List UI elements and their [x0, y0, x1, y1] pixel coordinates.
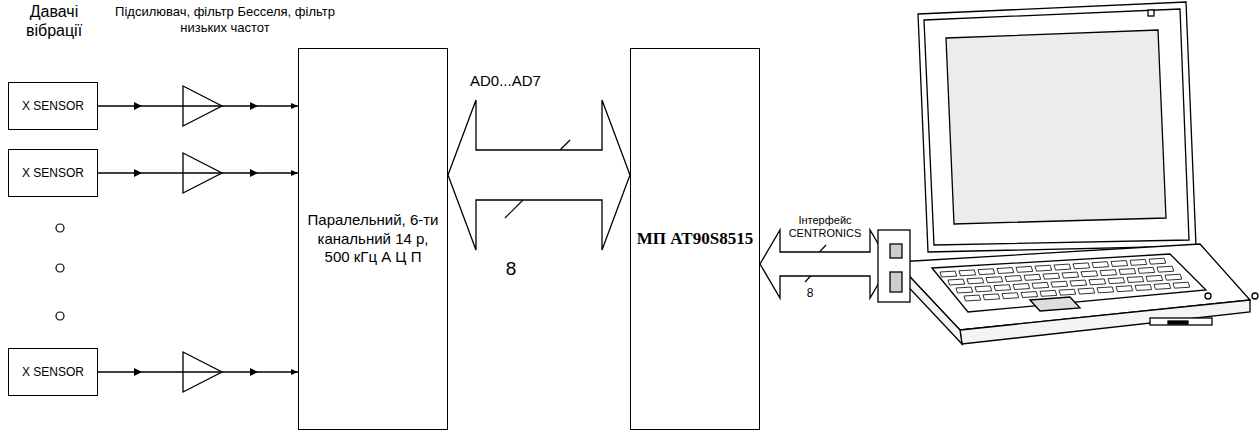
bus-label: AD0...AD7: [468, 72, 543, 90]
text-group: Паралельний, 6-ти канальний 14 р, 500 кГ…: [303, 211, 443, 267]
amplifier-symbol: [183, 86, 222, 392]
key: [948, 279, 965, 285]
interface-label: Інтерфейс CENTRONICS: [782, 214, 868, 240]
key: [983, 294, 1000, 300]
key: [1108, 278, 1125, 284]
node-text: МП AT90S8515: [637, 228, 753, 249]
key: [1138, 267, 1155, 273]
sensor-box: X SENSOR: [8, 149, 98, 197]
node-text: Паралельний, 6-ти канальний 14 р, 500 кГ…: [303, 211, 443, 267]
signal-line: [98, 172, 298, 173]
key: [975, 286, 992, 292]
key: [967, 278, 984, 284]
ellipsis-dots: [56, 224, 64, 320]
key: [1157, 266, 1174, 272]
key: [994, 285, 1011, 291]
key: [1054, 264, 1071, 270]
key: [1013, 284, 1030, 290]
key: [1040, 290, 1057, 296]
signal-arrow: [134, 102, 258, 376]
key: [997, 268, 1014, 274]
key: [1032, 282, 1049, 288]
key: [1111, 261, 1128, 267]
text-group: МП AT90S8515: [637, 228, 753, 249]
centronics-bus: [760, 230, 890, 298]
key: [1035, 265, 1052, 271]
signal-line: [98, 371, 298, 372]
key: [1043, 273, 1060, 279]
signal-line: [98, 105, 298, 106]
text-group: X SENSOR: [22, 166, 84, 181]
key: [1116, 286, 1133, 292]
key: [1146, 275, 1163, 281]
key: [964, 295, 981, 301]
key: [1081, 271, 1098, 277]
key: [1002, 293, 1019, 299]
bus-width: 8: [798, 286, 822, 300]
text-group: X SENSOR: [22, 99, 84, 114]
adc-box: Паралельний, 6-ти канальний 14 р, 500 кГ…: [298, 48, 448, 430]
key: [1005, 276, 1022, 282]
key: [1092, 262, 1109, 268]
sensor-box: X SENSOR: [8, 82, 98, 130]
key: [1051, 281, 1068, 287]
key: [956, 287, 973, 293]
text-group: X SENSOR: [22, 365, 84, 380]
key: [1073, 263, 1090, 269]
bus-width: 8: [496, 258, 526, 281]
key: [1070, 280, 1087, 286]
key: [1130, 259, 1147, 265]
key: [1097, 287, 1114, 293]
key: [1165, 274, 1182, 280]
key: [1173, 282, 1190, 288]
sensor-box: X SENSOR: [8, 348, 98, 396]
key: [940, 271, 957, 277]
key: [1078, 288, 1095, 294]
key: [1119, 269, 1136, 275]
key: [1062, 272, 1079, 278]
key: [1016, 266, 1033, 272]
key: [978, 269, 995, 275]
node-text: X SENSOR: [22, 166, 84, 181]
key: [959, 270, 976, 276]
key: [986, 277, 1003, 283]
key: [1024, 274, 1041, 280]
key: [1089, 279, 1106, 285]
key: [1100, 270, 1117, 276]
data-bus: [448, 100, 630, 250]
node-text: X SENSOR: [22, 365, 84, 380]
laptop-illustration: [878, 2, 1258, 344]
key: [1021, 292, 1038, 298]
node-text: X SENSOR: [22, 99, 84, 114]
key: [1059, 289, 1076, 295]
key: [1127, 277, 1144, 283]
group-heading: Давачі вібрації: [6, 2, 102, 40]
group-heading: Підсилювач, фільтр Бесселя, фільтр низьк…: [100, 4, 350, 35]
key: [1149, 258, 1166, 264]
mcu-box: МП AT90S8515: [630, 48, 760, 430]
key: [1135, 285, 1152, 291]
key: [1154, 283, 1171, 289]
